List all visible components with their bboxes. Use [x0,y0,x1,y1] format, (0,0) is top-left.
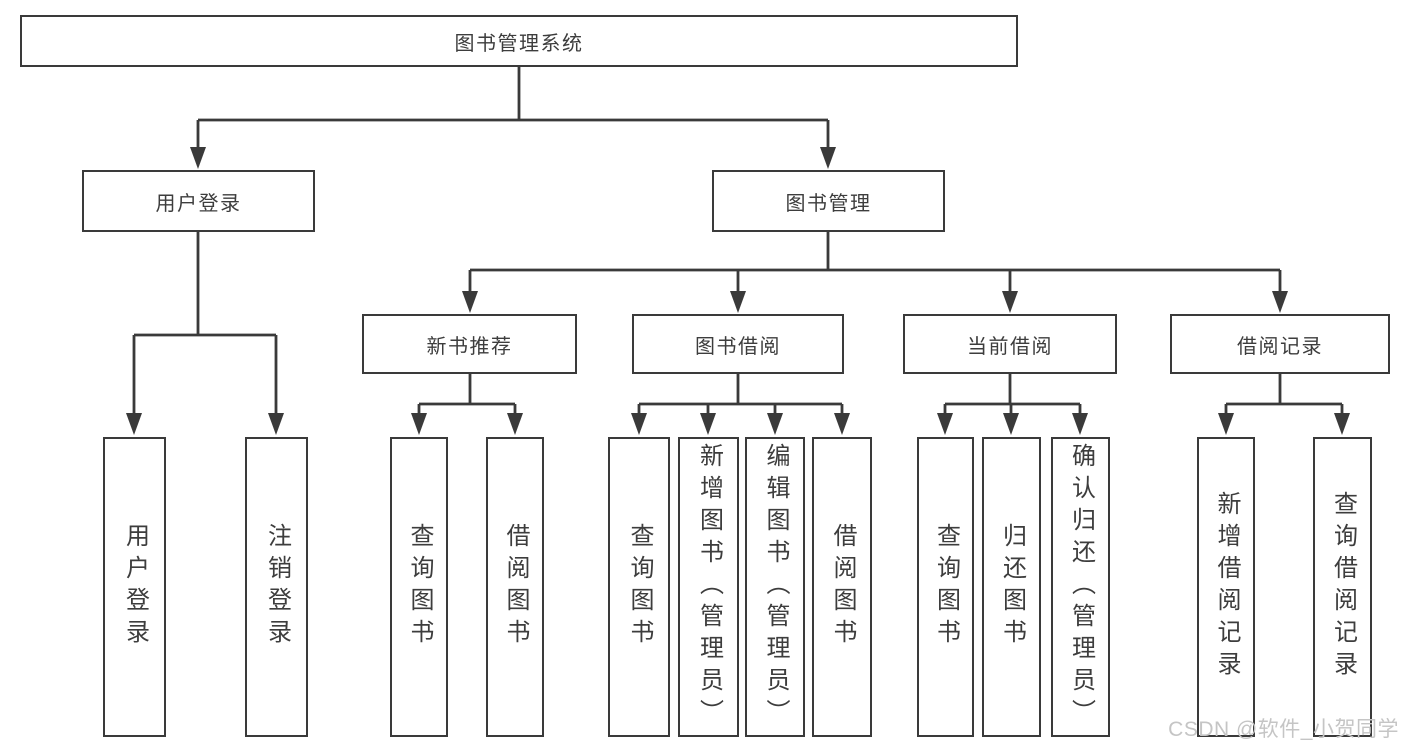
node-label: 用户登录 [155,192,242,215]
leaf-user-login: 用户登录 [103,437,166,737]
leaf-nbr-query-books: 查询图书 [390,437,448,737]
node-book-borrow: 图书借阅 [632,314,844,374]
leaf-cb-return-books: 归还图书 [982,437,1041,737]
leaf-label: 注销登录 [263,523,291,651]
leaf-label: 查询图书 [932,523,960,651]
node-borrow-records: 借阅记录 [1170,314,1390,374]
leaf-label: 归还图书 [998,523,1026,651]
leaf-label: 确认归还（管理员） [1067,443,1095,731]
leaf-cb-query-books: 查询图书 [917,437,974,737]
leaf-bb-query-books: 查询图书 [608,437,670,737]
leaf-label: 查询图书 [406,523,433,651]
leaf-label: 查询借阅记录 [1329,491,1357,683]
leaf-label: 借阅图书 [502,523,529,651]
leaf-logout: 注销登录 [245,437,308,737]
leaf-bb-edit-books-admin: 编辑图书（管理员） [745,437,805,737]
leaf-label: 用户登录 [121,523,149,651]
csdn-watermark: CSDN @软件_小贺同学 [1168,718,1399,741]
leaf-label: 新增借阅记录 [1213,491,1240,683]
node-label: 新书推荐 [426,335,513,358]
node-label: 借阅记录 [1237,335,1323,358]
node-label: 当前借阅 [967,335,1053,358]
node-label: 图书管理 [785,192,872,215]
leaf-nbr-borrow-books: 借阅图书 [486,437,544,737]
leaf-label: 借阅图书 [829,523,856,651]
leaf-bb-add-books-admin: 新增图书（管理员） [678,437,739,737]
leaf-label: 查询图书 [626,523,653,651]
node-book-management: 图书管理 [712,170,945,232]
leaf-label: 编辑图书（管理员） [762,443,789,731]
node-label: 图书管理系统 [454,32,584,55]
node-root: 图书管理系统 [20,15,1018,67]
node-current-borrow: 当前借阅 [903,314,1117,374]
leaf-br-add-record: 新增借阅记录 [1197,437,1255,737]
leaf-cb-confirm-return-admin: 确认归还（管理员） [1051,437,1110,737]
node-label: 图书借阅 [695,335,781,358]
node-user-login: 用户登录 [82,170,315,232]
leaf-bb-borrow-books: 借阅图书 [812,437,872,737]
leaf-br-query-record: 查询借阅记录 [1313,437,1372,737]
node-new-book-recommend: 新书推荐 [362,314,577,374]
leaf-label: 新增图书（管理员） [695,443,723,731]
